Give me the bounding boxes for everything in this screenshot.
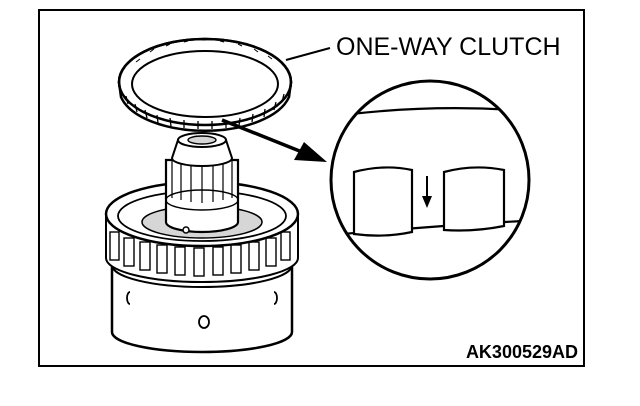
clutch-drum-assembly [104, 132, 300, 354]
callout-leader-line [285, 47, 331, 61]
rotation-direction-arrow-icon [422, 176, 432, 208]
part-label-one-way-clutch: ONE-WAY CLUTCH [336, 33, 561, 61]
zoom-arrow [221, 118, 327, 162]
figure-code-label: AK300529AD [465, 342, 578, 362]
detail-zoom-circle [329, 79, 531, 281]
one-way-clutch-ring [117, 37, 293, 132]
